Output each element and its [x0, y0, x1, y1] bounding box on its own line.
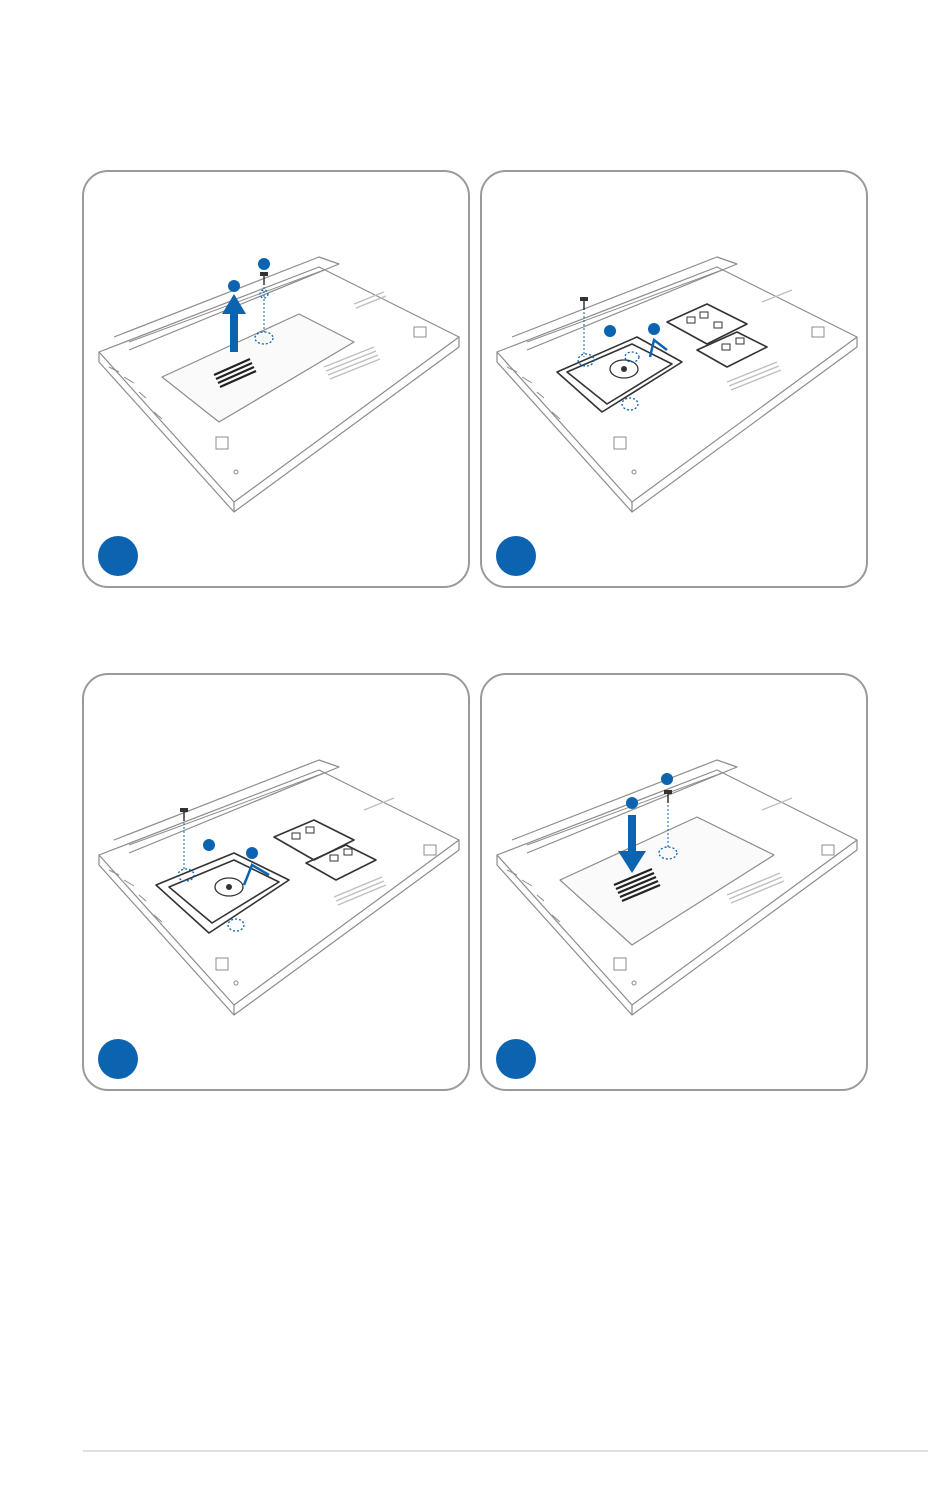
laptop-illustration-icon: [84, 172, 472, 590]
step-badge-1: [98, 536, 138, 576]
memory-module-icon: [667, 304, 767, 367]
screw-icon: [180, 808, 188, 821]
step-panel-2: [480, 170, 868, 588]
footer-rule: [83, 1450, 928, 1452]
step-panel-1: [82, 170, 470, 588]
laptop-illustration-icon: [482, 172, 870, 590]
callout-marker-screws: [604, 325, 616, 337]
step-panel-4: [480, 673, 868, 1091]
callout-marker-drive: [246, 847, 258, 859]
laptop-illustration-icon: [482, 675, 870, 1093]
callout-marker-screw: [258, 258, 270, 270]
callout-marker-cover: [626, 797, 638, 809]
step-badge-4: [496, 1039, 536, 1079]
callout-marker-cover: [228, 280, 240, 292]
callout-marker-drive: [648, 323, 660, 335]
step-panel-3: [82, 673, 470, 1091]
screw-icon: [260, 272, 268, 285]
step-badge-2: [496, 536, 536, 576]
laptop-illustration-icon: [84, 675, 472, 1093]
memory-module-icon: [274, 820, 376, 880]
step-badge-3: [98, 1039, 138, 1079]
callout-marker-screw: [661, 773, 673, 785]
callout-marker-screws: [203, 839, 215, 851]
